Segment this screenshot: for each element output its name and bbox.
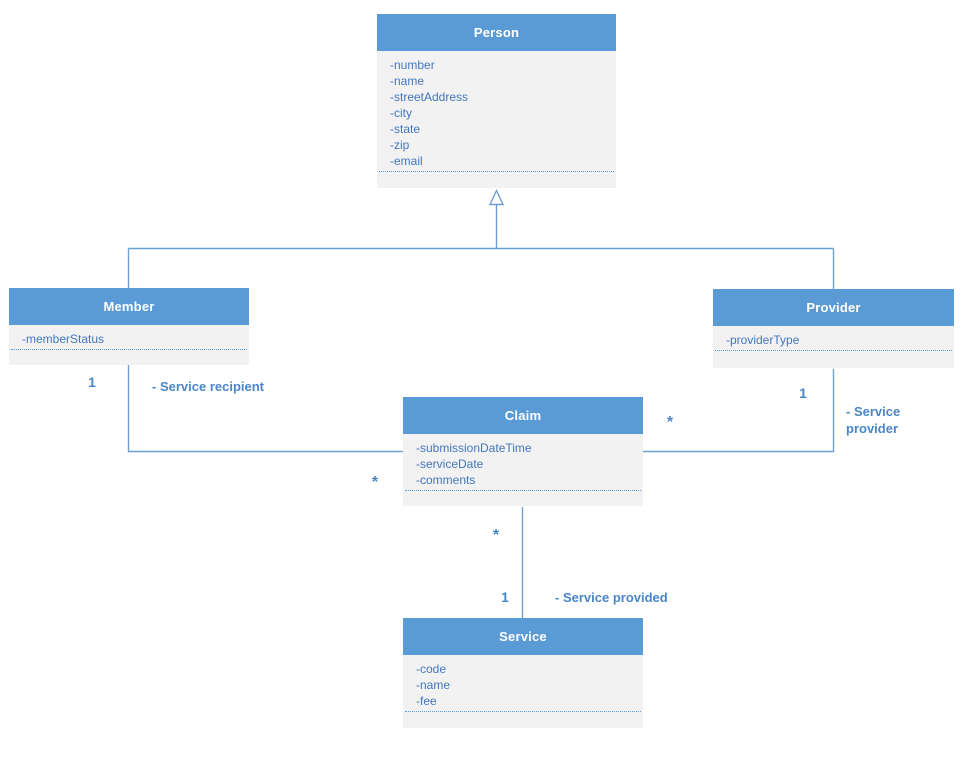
attribute: -name xyxy=(390,74,425,88)
attribute: -zip xyxy=(390,138,410,152)
compartment-separator xyxy=(405,711,641,712)
attribute: -state xyxy=(390,122,421,136)
class-provider-body: -providerType xyxy=(713,326,954,368)
attribute: -city xyxy=(390,106,412,120)
class-claim[interactable]: Claim -submissionDateTime -serviceDate -… xyxy=(403,397,643,506)
attribute: -fee xyxy=(416,694,437,708)
inheritance-triangle-icon xyxy=(488,188,505,206)
compartment-separator xyxy=(715,350,952,351)
multiplicity-claim-end-left: * xyxy=(371,474,379,491)
class-claim-body: -submissionDateTime -serviceDate -commen… xyxy=(403,434,643,506)
attribute: -email xyxy=(390,154,423,168)
association-member-claim[interactable] xyxy=(127,364,404,453)
class-service-title: Service xyxy=(403,618,643,655)
multiplicity-service-end: 1 xyxy=(501,589,509,605)
role-label-service-recipient: - Service recipient xyxy=(152,379,264,394)
attribute: -serviceDate xyxy=(416,457,484,471)
role-label-service-provider: - Service provider xyxy=(846,404,901,436)
association-provider-claim[interactable] xyxy=(643,369,835,453)
class-claim-title: Claim xyxy=(403,397,643,434)
attribute: -name xyxy=(416,678,451,692)
multiplicity-member-end: 1 xyxy=(88,374,96,390)
multiplicity-claim-end-right: * xyxy=(666,414,674,431)
multiplicity-claim-end-bottom: * xyxy=(492,527,500,544)
role-label-service-provided: - Service provided xyxy=(555,590,668,605)
class-person-title: Person xyxy=(377,14,616,51)
attribute: -streetAddress xyxy=(390,90,469,104)
class-provider[interactable]: Provider -providerType xyxy=(713,289,954,368)
class-member-title: Member xyxy=(9,288,249,325)
attribute: -submissionDateTime xyxy=(416,441,532,455)
attribute: -number xyxy=(390,58,435,72)
inheritance-connector[interactable] xyxy=(127,205,835,289)
class-member[interactable]: Member -memberStatus xyxy=(9,288,249,365)
attribute: -comments xyxy=(416,473,476,487)
attribute: -memberStatus xyxy=(22,332,105,346)
class-provider-title: Provider xyxy=(713,289,954,326)
class-member-body: -memberStatus xyxy=(9,325,249,365)
compartment-separator xyxy=(405,490,641,491)
class-person[interactable]: Person -number -name -streetAddress -cit… xyxy=(377,14,616,188)
attribute: -providerType xyxy=(726,333,800,347)
class-service-body: -code -name -fee xyxy=(403,655,643,728)
compartment-separator xyxy=(379,171,614,172)
multiplicity-provider-end: 1 xyxy=(799,385,807,401)
class-person-body: -number -name -streetAddress -city -stat… xyxy=(377,51,616,188)
attribute: -code xyxy=(416,662,447,676)
class-service[interactable]: Service -code -name -fee xyxy=(403,618,643,728)
compartment-separator xyxy=(11,349,247,350)
